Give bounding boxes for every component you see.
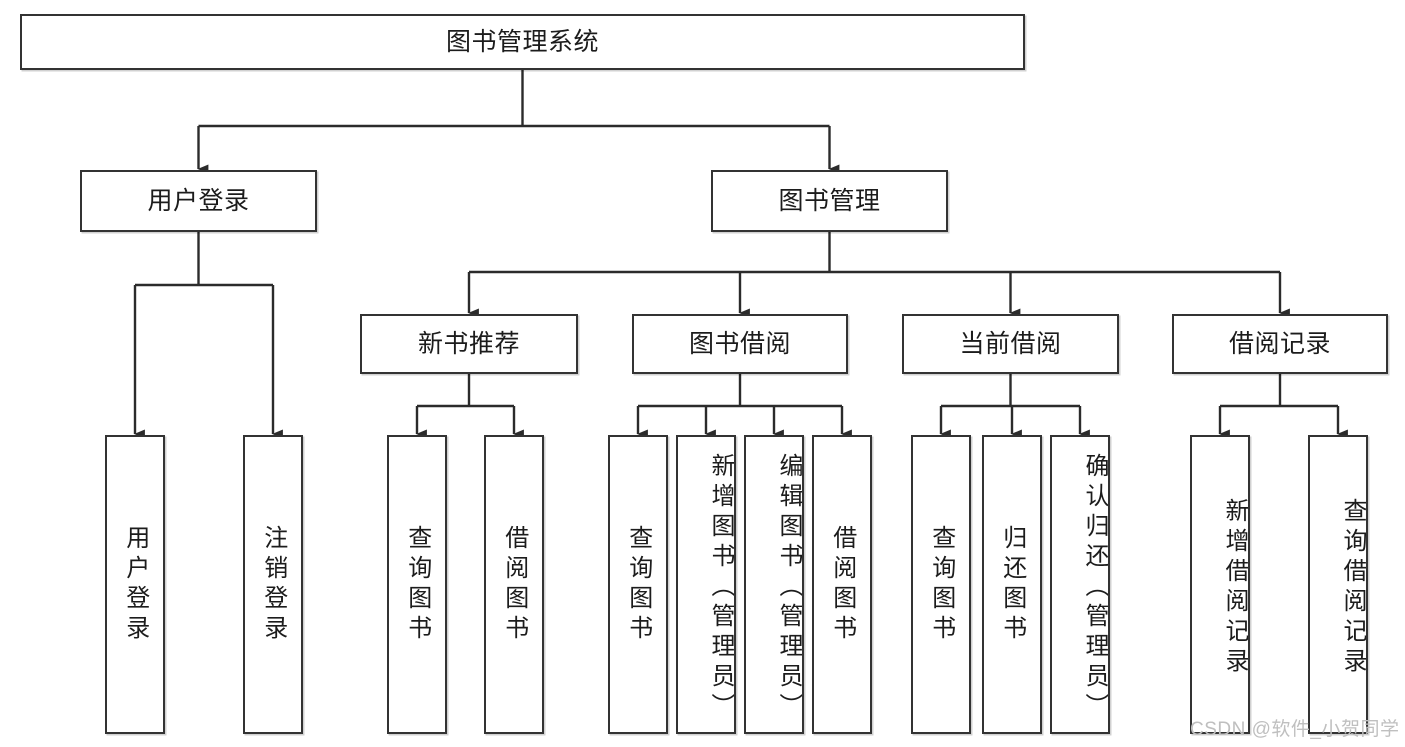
node-label: 借阅图书 [828,524,856,645]
node-label: 编辑图书（管理员） [775,452,802,723]
node-label: 新书推荐 [417,330,520,358]
node-label: 图书借阅 [688,330,791,358]
node-label: 查询借阅记录 [1339,497,1366,678]
node-leaf-add-record[interactable]: 新增借阅记录 [1190,435,1250,734]
node-label: 确认归还（管理员） [1081,452,1108,723]
node-leaf-borrow-book-2[interactable]: 借阅图书 [812,435,872,734]
node-label: 当前借阅 [959,330,1062,358]
node-leaf-borrow-book-1[interactable]: 借阅图书 [484,435,544,734]
node-label: 注销登录 [259,524,287,645]
node-label: 图书管理 [778,187,881,215]
node-label: 查询图书 [624,524,652,645]
node-label: 用户登录 [147,187,250,215]
node-new-book-rec[interactable]: 新书推荐 [360,314,578,374]
node-label: 新增图书（管理员） [707,452,734,723]
node-leaf-confirm-return[interactable]: 确认归还（管理员） [1050,435,1110,734]
node-leaf-add-book[interactable]: 新增图书（管理员） [676,435,736,734]
node-book-borrow[interactable]: 图书借阅 [632,314,848,374]
node-leaf-query-book-1[interactable]: 查询图书 [387,435,447,734]
node-book-manage[interactable]: 图书管理 [711,170,948,232]
node-label: 图书管理系统 [445,28,599,56]
node-leaf-query-record[interactable]: 查询借阅记录 [1308,435,1368,734]
node-label: 新增借阅记录 [1221,497,1248,678]
node-label: 借阅图书 [500,524,528,645]
node-leaf-query-book-2[interactable]: 查询图书 [608,435,668,734]
node-leaf-return-book[interactable]: 归还图书 [982,435,1042,734]
node-leaf-logout-login[interactable]: 注销登录 [243,435,303,734]
node-leaf-user-login[interactable]: 用户登录 [105,435,165,734]
node-label: 归还图书 [998,524,1026,645]
node-label: 查询图书 [403,524,431,645]
node-current-borrow[interactable]: 当前借阅 [902,314,1119,374]
node-label: 借阅记录 [1228,330,1331,358]
node-borrow-record[interactable]: 借阅记录 [1172,314,1388,374]
node-label: 用户登录 [121,524,149,645]
node-user-login[interactable]: 用户登录 [80,170,317,232]
node-leaf-query-book-3[interactable]: 查询图书 [911,435,971,734]
node-leaf-edit-book[interactable]: 编辑图书（管理员） [744,435,804,734]
node-label: 查询图书 [927,524,955,645]
node-root[interactable]: 图书管理系统 [20,14,1025,70]
